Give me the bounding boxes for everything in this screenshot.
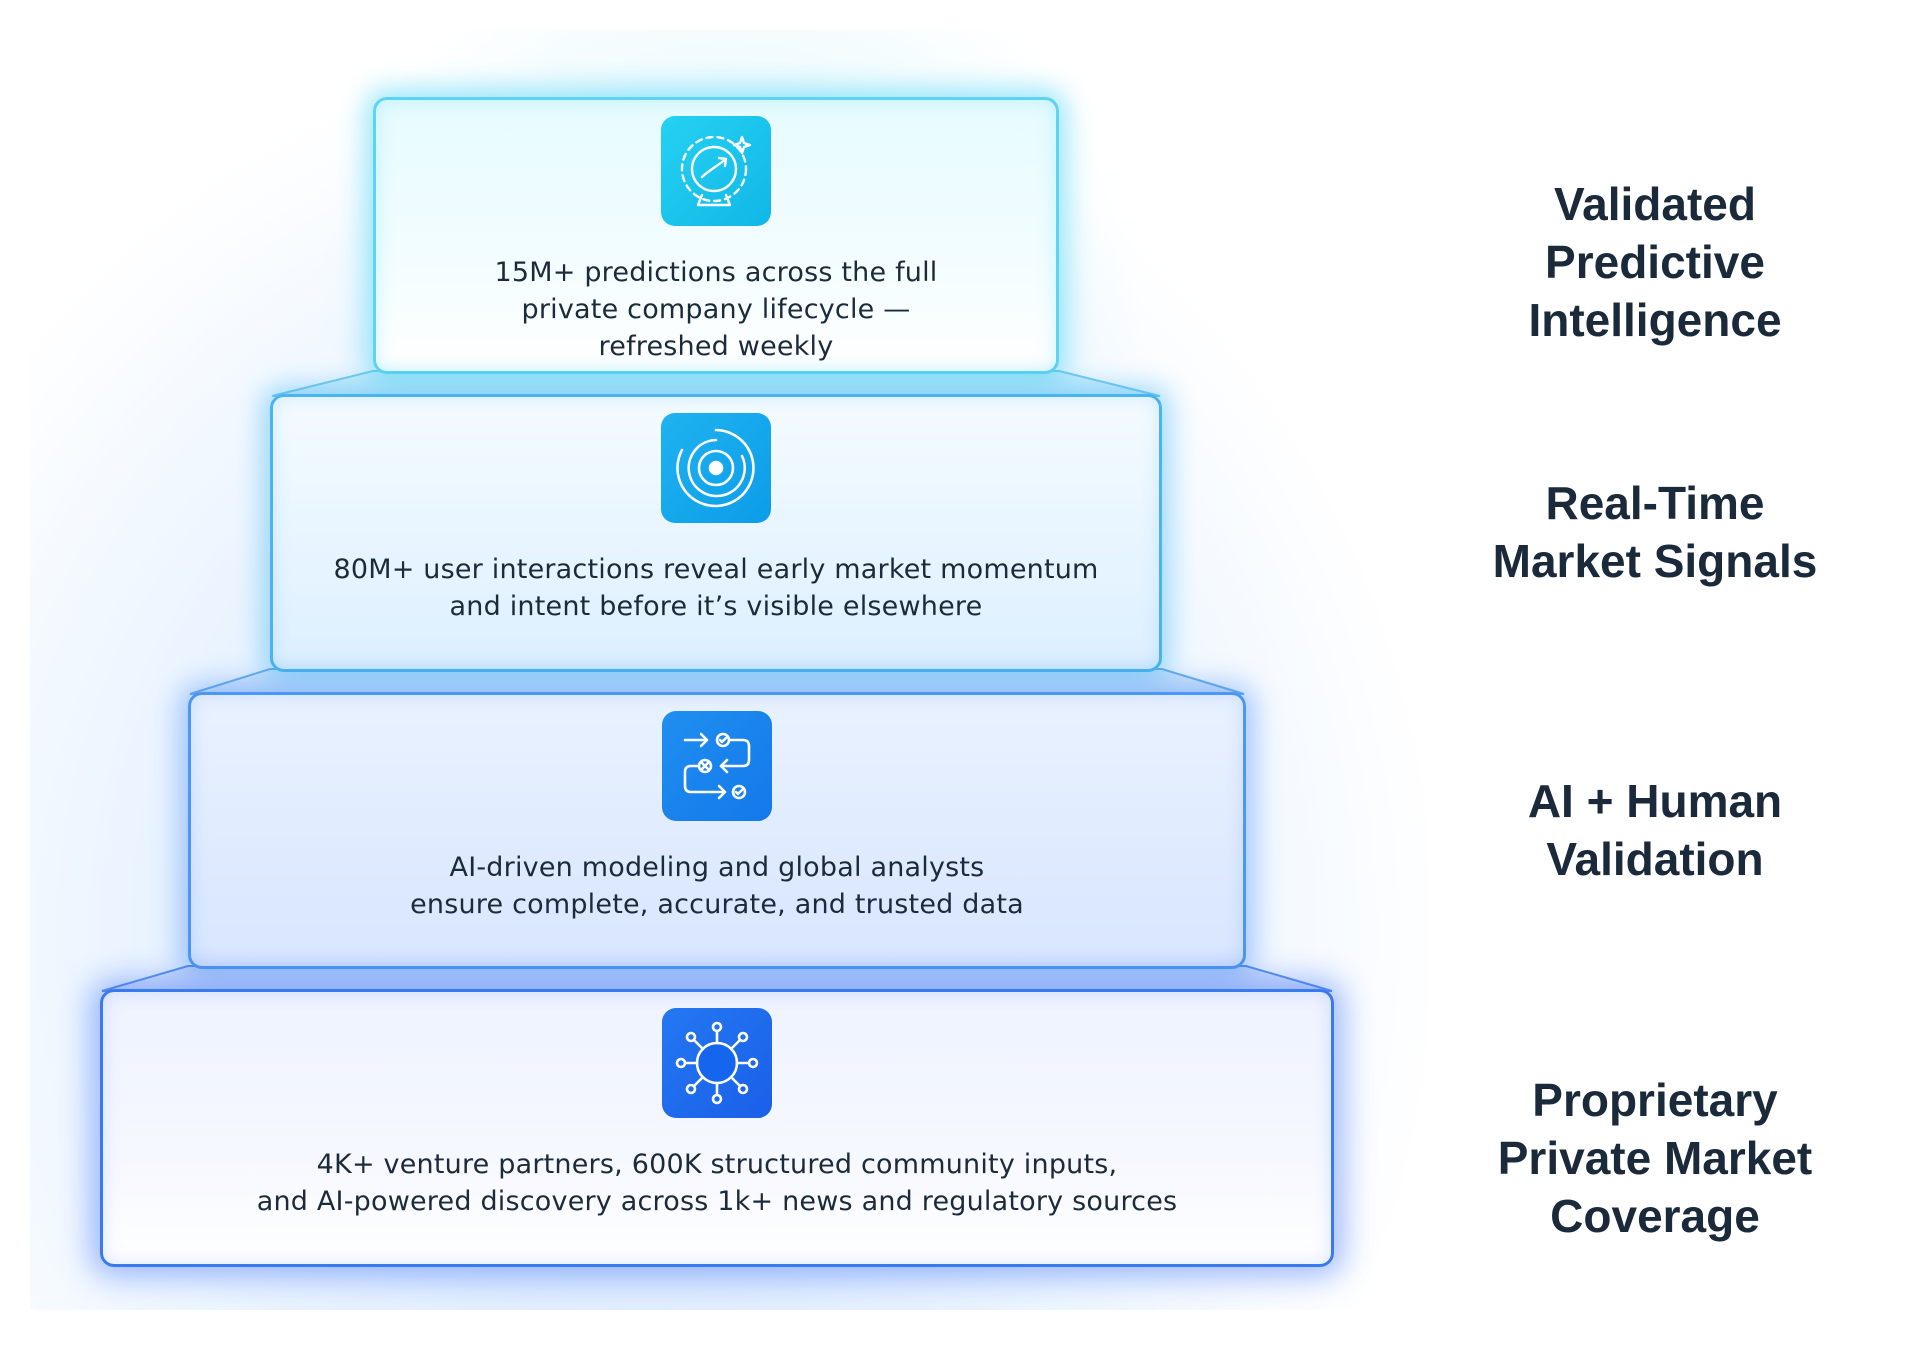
tier-description: 15M+ predictions across the full private… <box>494 254 937 365</box>
tier-bevel-2 <box>189 668 1245 695</box>
tier-label-market-coverage: Proprietary Private Market Coverage <box>1440 1071 1870 1245</box>
description-line: refreshed weekly <box>598 331 834 362</box>
description-line: 4K+ venture partners, 600K structured co… <box>316 1149 1118 1180</box>
label-line: Proprietary <box>1532 1074 1778 1126</box>
tier-human-validation: AI-driven modeling and global analysts e… <box>188 692 1246 969</box>
tier-icon-box <box>661 116 771 226</box>
tier-market-signals: 80M+ user interactions reveal early mark… <box>270 394 1162 672</box>
tier-icon-box <box>661 413 771 523</box>
tier-label-predictive-intelligence: Validated Predictive Intelligence <box>1440 175 1870 349</box>
label-line: Predictive <box>1545 236 1765 288</box>
tier-market-coverage: 4K+ venture partners, 600K structured co… <box>100 989 1334 1267</box>
network-hub-icon <box>675 1021 759 1105</box>
description-line: and intent before it’s visible elsewhere <box>449 591 983 622</box>
crystal-ball-icon <box>680 135 752 207</box>
label-line: Coverage <box>1550 1190 1760 1242</box>
description-line: AI-driven modeling and global analysts <box>449 852 985 883</box>
label-line: Intelligence <box>1528 294 1782 346</box>
tier-label-human-validation: AI + Human Validation <box>1440 772 1870 888</box>
tier-icon-box <box>662 1008 772 1118</box>
tier-description: AI-driven modeling and global analysts e… <box>410 849 1024 923</box>
tier-predictive-intelligence: 15M+ predictions across the full private… <box>373 97 1059 374</box>
tier-bevel-3 <box>101 965 1333 992</box>
radar-signal-icon <box>676 428 755 508</box>
tier-label-market-signals: Real-Time Market Signals <box>1440 474 1870 590</box>
validation-workflow-icon <box>683 732 751 800</box>
description-line: and AI-powered discovery across 1k+ news… <box>256 1186 1178 1217</box>
description-line: private company lifecycle — <box>521 294 911 325</box>
description-line: ensure complete, accurate, and trusted d… <box>410 889 1024 920</box>
label-line: AI + Human <box>1527 775 1783 827</box>
tier-icon-box <box>662 711 772 821</box>
description-line: 80M+ user interactions reveal early mark… <box>333 554 1099 585</box>
label-line: Validated <box>1554 178 1756 230</box>
tier-description: 80M+ user interactions reveal early mark… <box>333 551 1098 625</box>
label-line: Validation <box>1546 833 1764 885</box>
tier-bevel-1 <box>271 370 1161 397</box>
label-line: Real-Time <box>1545 477 1765 529</box>
label-line: Market Signals <box>1492 535 1818 587</box>
description-line: 15M+ predictions across the full <box>494 257 938 288</box>
tier-description: 4K+ venture partners, 600K structured co… <box>257 1146 1178 1220</box>
label-line: Private Market <box>1497 1132 1813 1184</box>
